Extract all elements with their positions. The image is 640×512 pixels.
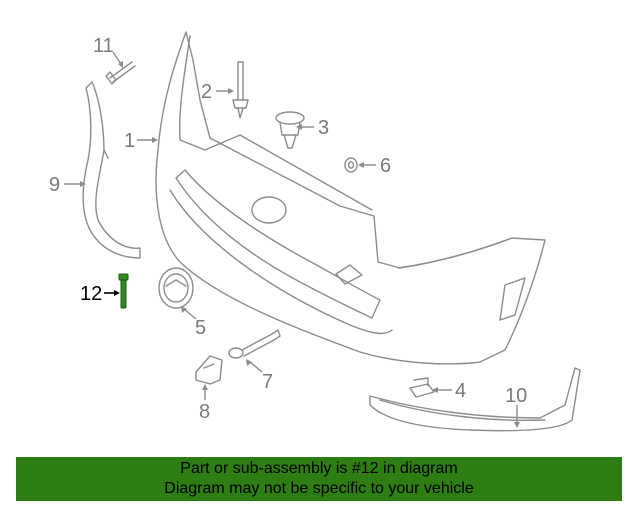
callout-12: 12 xyxy=(80,283,102,305)
pin-part xyxy=(105,61,136,85)
highlighted-stud-part xyxy=(118,273,129,309)
callout-2: 2 xyxy=(201,81,212,103)
callout-8: 8 xyxy=(199,401,210,423)
side-bracket-part xyxy=(82,81,141,259)
leader-lines xyxy=(64,51,520,428)
bolt-part xyxy=(232,61,249,119)
push-clip-part xyxy=(275,111,305,149)
fitment-banner: Part or sub-assembly is #12 in diagram D… xyxy=(16,457,622,501)
nut-clip-part xyxy=(409,377,435,398)
callout-7: 7 xyxy=(262,371,273,393)
callout-9: 9 xyxy=(49,174,60,196)
banner-disclaimer-line: Diagram may not be specific to your vehi… xyxy=(164,480,474,497)
grommet-part xyxy=(344,157,358,173)
bumper-cover-part xyxy=(155,31,546,365)
callout-1: 1 xyxy=(124,130,135,152)
callout-3: 3 xyxy=(318,117,329,139)
parts-diagram: 1 2 3 4 5 6 7 8 9 10 11 12 xyxy=(49,31,581,432)
banner-part-line: Part or sub-assembly is #12 in diagram xyxy=(180,460,458,477)
emblem-part xyxy=(158,267,194,309)
bracket-part xyxy=(195,355,223,385)
callout-11: 11 xyxy=(93,35,114,57)
lower-lip-part xyxy=(369,367,581,432)
callout-4: 4 xyxy=(455,380,466,402)
bracket-bolt-part xyxy=(228,329,281,359)
callout-5: 5 xyxy=(195,317,206,339)
callout-10: 10 xyxy=(505,385,527,407)
callout-6: 6 xyxy=(380,155,391,177)
